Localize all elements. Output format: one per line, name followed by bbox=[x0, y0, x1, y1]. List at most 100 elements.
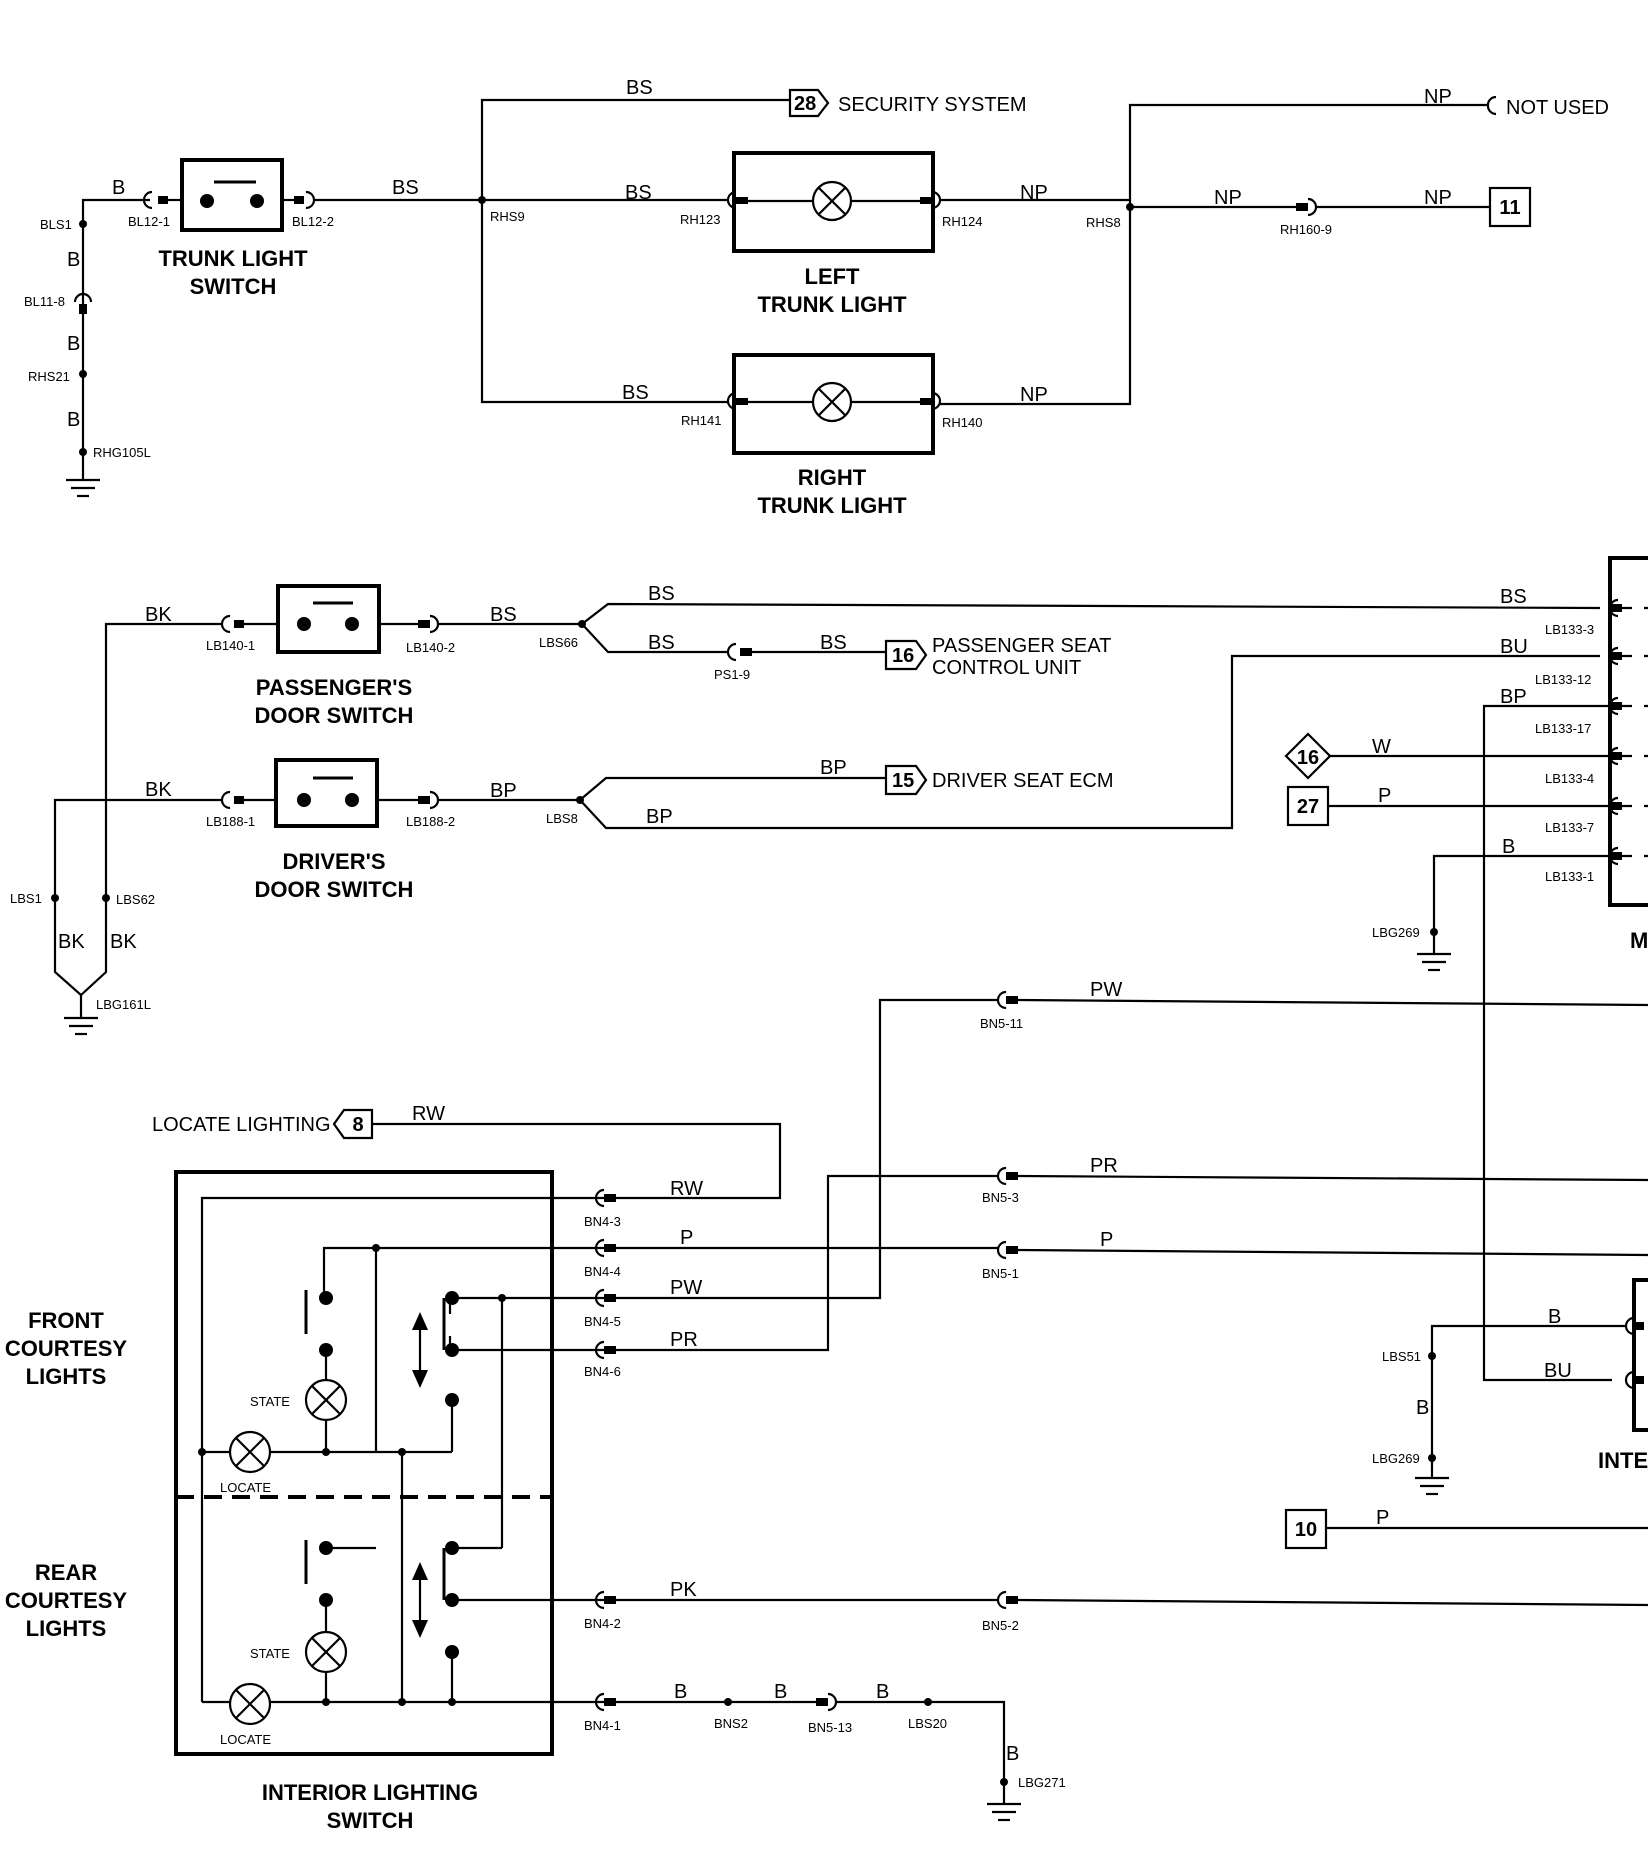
locate-label: LOCATE bbox=[220, 1480, 271, 1495]
connector-label: LB133-4 bbox=[1545, 771, 1594, 786]
wire-label-b: B bbox=[1502, 836, 1515, 858]
connector-label: RH123 bbox=[680, 212, 720, 227]
trunk-light-section: B B B B BLS1 BL11-8 RHS21 RHG105L BL12-1… bbox=[24, 77, 1609, 518]
driver-seat-ecm-ref: 15 bbox=[884, 764, 928, 796]
wire-label-bk: BK bbox=[110, 931, 137, 953]
connector-label: PS1-9 bbox=[714, 667, 750, 682]
driver-door-title: DOOR SWITCH bbox=[255, 877, 414, 902]
connector-label: LBS66 bbox=[539, 635, 578, 650]
ground-symbol bbox=[1415, 1476, 1449, 1496]
connector-label: RH140 bbox=[942, 415, 982, 430]
connector-label: BN4-1 bbox=[584, 1718, 621, 1733]
interior-lighting-section: LOCATE LIGHTING 8 RW RW STATE bbox=[5, 979, 1648, 1833]
wire-label-b: B bbox=[1006, 1743, 1019, 1765]
wire-label-np: NP bbox=[1424, 86, 1452, 108]
wire-label-bk: BK bbox=[58, 931, 85, 953]
connector-label: LBG269 bbox=[1372, 1451, 1420, 1466]
passenger-seat-label: PASSENGER SEAT bbox=[932, 635, 1111, 657]
connector-label: LBS20 bbox=[908, 1716, 947, 1731]
wire-label-np: NP bbox=[1020, 182, 1048, 204]
wire-label-w: W bbox=[1372, 736, 1391, 758]
connector-label: LB133-12 bbox=[1535, 672, 1591, 687]
wire-label-b: B bbox=[1548, 1306, 1561, 1328]
module-title-partial: M bbox=[1630, 928, 1648, 953]
ref-box-10: 10 bbox=[1284, 1508, 1328, 1550]
passenger-seat-ref: 16 bbox=[884, 639, 928, 671]
module-connector: LB133-3 LB133-12 LB133-17 LB133-4 LB133-… bbox=[1284, 556, 1648, 1382]
svg-text:15: 15 bbox=[892, 770, 914, 792]
connector-label: BN4-4 bbox=[584, 1264, 621, 1279]
locate-lighting-ref: 8 bbox=[332, 1108, 374, 1140]
wire-label-pr: PR bbox=[670, 1329, 698, 1351]
wire-label-b: B bbox=[67, 333, 80, 355]
passengers-door-switch bbox=[276, 584, 381, 654]
left-trunk-light bbox=[732, 151, 935, 253]
wire-label-p: P bbox=[1100, 1229, 1113, 1251]
interior-switch-title: INTERIOR LIGHTING bbox=[262, 1780, 478, 1805]
connector-label: RHS8 bbox=[1086, 215, 1121, 230]
wire-label-bs: BS bbox=[626, 77, 653, 99]
connector-label: LB188-2 bbox=[406, 814, 455, 829]
connector-label: LB133-1 bbox=[1545, 869, 1594, 884]
connector-label: BL12-1 bbox=[128, 214, 170, 229]
rear-courtesy-title: COURTESY bbox=[5, 1588, 128, 1613]
connector-label: BN5-1 bbox=[982, 1266, 1019, 1281]
connector-label: BL12-2 bbox=[292, 214, 334, 229]
driver-seat-ecm-label: DRIVER SEAT ECM bbox=[932, 770, 1114, 792]
connector-label: BN5-3 bbox=[982, 1190, 1019, 1205]
connector-label: LB140-2 bbox=[406, 640, 455, 655]
state-label: STATE bbox=[250, 1394, 290, 1409]
connector-label: RHG105L bbox=[93, 445, 151, 460]
wire-label-bs: BS bbox=[648, 632, 675, 654]
passenger-seat-label: CONTROL UNIT bbox=[932, 657, 1081, 679]
bn4-connectors bbox=[594, 1188, 616, 1712]
wire-label-bp: BP bbox=[646, 806, 673, 828]
wire-label-bs: BS bbox=[392, 177, 419, 199]
connector-label: BN5-2 bbox=[982, 1618, 1019, 1633]
ref-diamond-16: 16 bbox=[1284, 732, 1332, 780]
wire-label-rw: RW bbox=[670, 1178, 703, 1200]
not-used-label: NOT USED bbox=[1506, 97, 1609, 119]
svg-text:11: 11 bbox=[1499, 197, 1520, 219]
left-trunk-title: TRUNK LIGHT bbox=[757, 292, 907, 317]
ref-box-27: 27 bbox=[1286, 785, 1330, 827]
front-courtesy-title: FRONT bbox=[28, 1308, 104, 1333]
svg-text:8: 8 bbox=[352, 1114, 363, 1136]
wire-label-bs: BS bbox=[820, 632, 847, 654]
connector-label: BN4-5 bbox=[584, 1314, 621, 1329]
connector-label: RHS9 bbox=[490, 209, 525, 224]
right-trunk-title: RIGHT bbox=[798, 465, 867, 490]
pass-door-title: DOOR SWITCH bbox=[255, 703, 414, 728]
connector-label: RH141 bbox=[681, 413, 721, 428]
wire-label-bk: BK bbox=[145, 779, 172, 801]
ground-symbol bbox=[1417, 952, 1451, 972]
wire-label-bp: BP bbox=[820, 757, 847, 779]
locate-label: LOCATE bbox=[220, 1732, 271, 1747]
driver-door-title: DRIVER'S bbox=[282, 849, 385, 874]
door-switch-section: BK BK BK BK LBS1 LBS62 LBG161L LB140-1 L… bbox=[10, 583, 1601, 1036]
wire-label-pw: PW bbox=[670, 1277, 702, 1299]
connector-label: BN4-2 bbox=[584, 1616, 621, 1631]
inte-connector: B BU LBS51 B LBG269 INTE 10 P bbox=[1284, 1278, 1648, 1550]
rear-courtesy-title: LIGHTS bbox=[26, 1616, 107, 1641]
wire-label-bs: BS bbox=[625, 182, 652, 204]
connector-label: LB133-7 bbox=[1545, 820, 1594, 835]
wire-label-bs: BS bbox=[622, 382, 649, 404]
left-trunk-title: LEFT bbox=[805, 264, 861, 289]
ground-symbol bbox=[987, 1802, 1021, 1822]
wire-label-b: B bbox=[774, 1681, 787, 1703]
security-system-ref: 28 bbox=[788, 88, 830, 118]
drivers-door-switch bbox=[274, 758, 379, 828]
wire-label-bu: BU bbox=[1544, 1360, 1572, 1382]
wire-label-bp: BP bbox=[490, 780, 517, 802]
wire-label-bp: BP bbox=[1500, 686, 1527, 708]
connector-label: BL11-8 bbox=[24, 294, 65, 309]
wire-label-bs: BS bbox=[1500, 586, 1527, 608]
trunk-switch-title: TRUNK LIGHT bbox=[158, 246, 308, 271]
svg-text:27: 27 bbox=[1297, 796, 1319, 818]
svg-text:16: 16 bbox=[892, 645, 914, 667]
wire-label-bk: BK bbox=[145, 604, 172, 626]
ground-symbol bbox=[66, 478, 100, 498]
connector-label: LBG161L bbox=[96, 997, 151, 1012]
